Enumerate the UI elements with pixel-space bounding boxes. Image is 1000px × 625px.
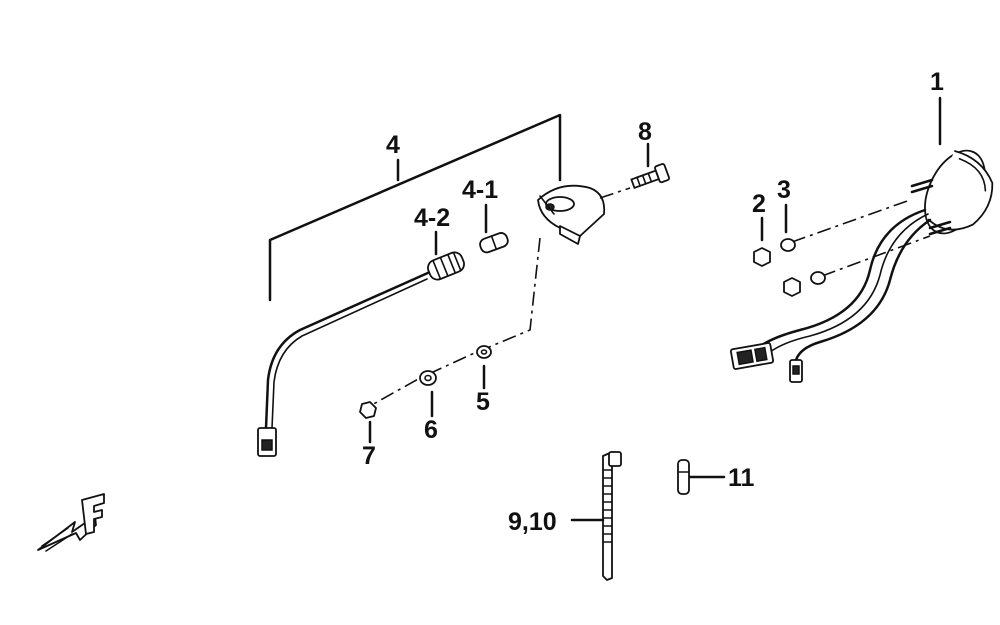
- part-8-bolt: [599, 142, 670, 199]
- part-5-washer: [476, 345, 492, 390]
- label-8: 8: [638, 118, 652, 146]
- part-3-washer: [780, 203, 826, 285]
- label-5: 5: [476, 388, 490, 416]
- part-9-10-cable-tie: [570, 451, 622, 581]
- label-7: 7: [362, 442, 376, 470]
- part-4-2-wire: [257, 230, 465, 457]
- part-2-nut: [753, 216, 801, 297]
- label-4-2: 4-2: [414, 204, 450, 232]
- part-6-washer: [419, 370, 437, 418]
- label-1: 1: [930, 68, 944, 96]
- part-4-1-bulb: [479, 203, 509, 254]
- label-9-10: 9,10: [508, 508, 557, 536]
- label-3: 3: [777, 176, 791, 204]
- part-1-tail-light: [729, 96, 994, 383]
- part-7-nut: [359, 401, 377, 444]
- front-direction-arrow-icon: [37, 493, 105, 552]
- assembly-4-bracket: [268, 113, 562, 302]
- part-11-clip: [677, 459, 726, 495]
- label-6: 6: [424, 416, 438, 444]
- license-lamp-housing: [537, 184, 606, 245]
- label-11: 11: [728, 464, 755, 492]
- label-2: 2: [752, 190, 766, 218]
- label-4-1: 4-1: [462, 176, 498, 204]
- label-4: 4: [386, 131, 400, 159]
